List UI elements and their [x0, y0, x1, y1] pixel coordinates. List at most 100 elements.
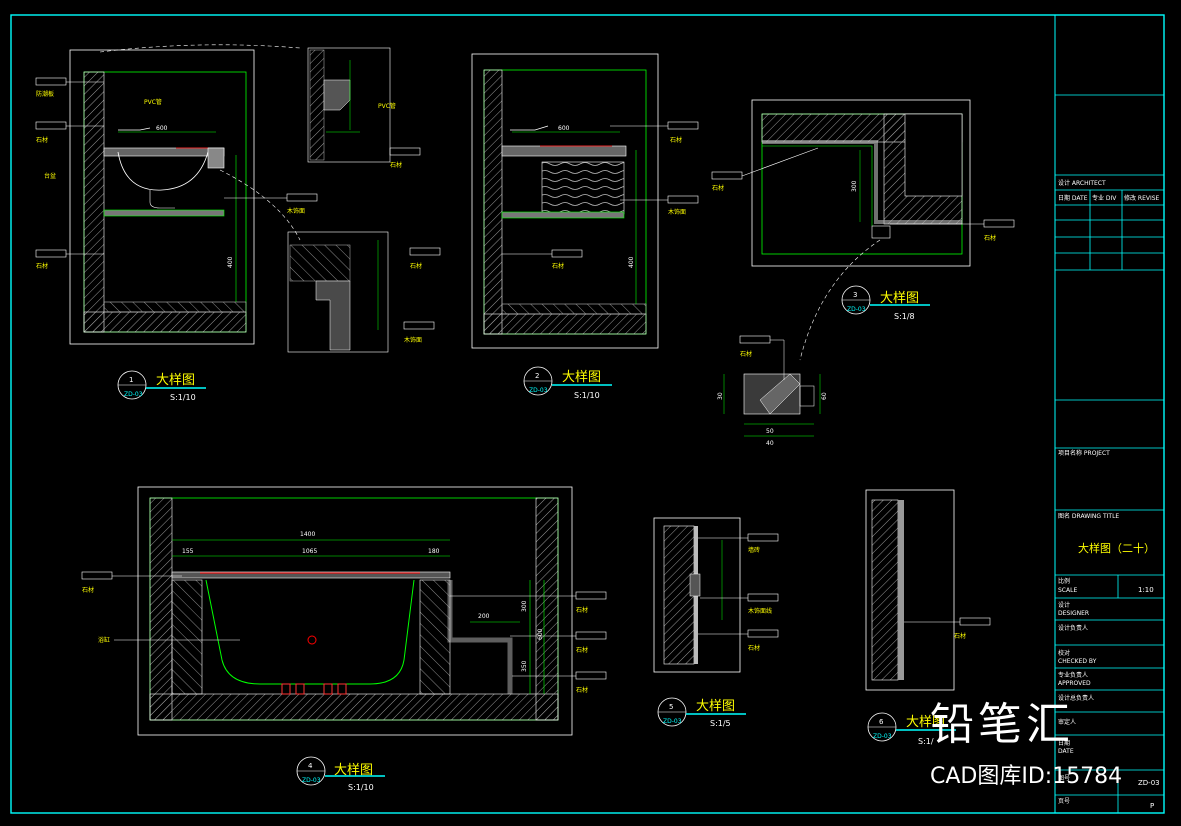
d4-dim-200: 200: [478, 613, 490, 620]
svg-text:设计总负责人: 设计总负责人: [1058, 694, 1094, 702]
watermark-logo: 铅笔汇: [930, 699, 1074, 750]
d4-note-stone-c: 石材: [576, 646, 588, 654]
detail-1-label: 1 ZD-03 大样图 S:1/10: [117, 370, 206, 402]
svg-text:专业 DIV: 专业 DIV: [1092, 194, 1117, 202]
d3-ref: ZD-03: [847, 306, 866, 313]
svg-text:DESIGNER: DESIGNER: [1058, 610, 1089, 617]
d1-scale: S:1/10: [170, 393, 196, 402]
detail-1-right-enlargement: 石材 木饰面: [287, 231, 441, 353]
svg-text:图号: 图号: [1058, 775, 1070, 782]
sheet-number: ZD-03: [1138, 779, 1160, 787]
d3-dim-30: 30: [717, 392, 724, 400]
d6-ref: ZD-03: [873, 733, 892, 740]
d3-number: 3: [853, 291, 857, 299]
d1-dim-400: 400: [227, 256, 234, 268]
d4-dim-1065: 1065: [302, 548, 317, 555]
d4-scale: S:1/10: [348, 783, 374, 792]
d5-ref: ZD-03: [663, 718, 682, 725]
sheet-border: [10, 14, 1165, 814]
sheet-title: 大样图（二十）: [1078, 541, 1155, 555]
d2-note-stone-a: 石材: [670, 136, 682, 144]
d5-note-stone: 石材: [748, 644, 760, 652]
d6-note-stone: 石材: [954, 632, 966, 640]
d6-scale: S:1/: [918, 737, 934, 746]
d5-number: 5: [669, 703, 673, 711]
detail-4: 1400 1065 155 180 200 300 350 600 石材 浴缸 …: [81, 486, 607, 736]
detail-5-label: 5 ZD-03 大样图 S:1/5: [657, 697, 746, 728]
d4-title: 大样图: [334, 763, 373, 778]
detail-1-top-enlargement: PVC管 石材: [307, 47, 421, 169]
detail-2: 600 400 石材 木饰面 石材: [471, 53, 699, 349]
svg-text:校对: 校对: [1058, 649, 1070, 657]
d1-number: 1: [129, 376, 133, 384]
d3-title: 大样图: [880, 291, 919, 306]
d3-scale: S:1/8: [894, 312, 915, 321]
watermark-id: CAD图库ID:15784: [930, 764, 1123, 789]
d2-dim-600: 600: [558, 125, 570, 132]
d2-note-stone-b: 石材: [552, 262, 564, 270]
svg-text:DATE: DATE: [1058, 748, 1074, 755]
d2-number: 2: [535, 372, 539, 380]
d5-scale: S:1/5: [710, 719, 731, 728]
detail-6-label: 6 ZD-03 大样图 S:1/: [867, 712, 956, 746]
d3-dim-50: 50: [766, 428, 774, 435]
d1-note-stone-b: 石材: [36, 262, 48, 270]
d1-note-anti-moisture: 防潮板: [36, 90, 54, 98]
svg-text:SCALE: SCALE: [1058, 587, 1077, 594]
d4-dim-180: 180: [428, 548, 440, 555]
d2-ref: ZD-03: [529, 387, 548, 394]
detail-3-corner-enlargement: 50 40 30 60 石材: [717, 335, 828, 447]
detail-5: 墙砖 木饰面线 石材: [653, 517, 779, 673]
detail-3-label: 3 ZD-03 大样图 S:1/8: [841, 285, 930, 321]
detail-6: 石材: [865, 489, 991, 691]
title-block-labels: 设计 ARCHITECT 日期 DATE 专业 DIV 修改 REVISE 项目…: [1058, 179, 1160, 810]
d4-note-bathtub: 浴缸: [98, 636, 110, 644]
svg-text:图名 DRAWING TITLE: 图名 DRAWING TITLE: [1058, 512, 1119, 520]
svg-text:日期: 日期: [1058, 739, 1070, 747]
title-block: [1055, 94, 1164, 813]
page-letter: P: [1150, 802, 1154, 810]
d3-dim-40: 40: [766, 440, 774, 447]
d6-number: 6: [879, 718, 884, 726]
d3-dim-300: 300: [851, 180, 858, 192]
svg-text:APPROVED: APPROVED: [1058, 680, 1091, 687]
d1-note-pvc: PVC管: [144, 98, 162, 106]
svg-text:项目名称 PROJECT: 项目名称 PROJECT: [1058, 449, 1110, 457]
d2-dim-400: 400: [628, 256, 635, 268]
d1-ref: ZD-03: [124, 391, 143, 398]
d5-note-wood-line: 木饰面线: [748, 607, 772, 615]
d1-top-note-stone: 石材: [390, 161, 402, 169]
sheet-scale: 1:10: [1138, 586, 1154, 594]
d6-title: 大样图: [906, 715, 945, 730]
d1-right-note-stone: 石材: [410, 262, 422, 270]
svg-text:日期 DATE: 日期 DATE: [1058, 194, 1088, 202]
d1-dim-600: 600: [156, 125, 168, 132]
svg-text:专业负责人: 专业负责人: [1058, 671, 1088, 679]
d4-dim-600: 600: [537, 628, 544, 640]
d4-note-stone-b: 石材: [576, 606, 588, 614]
d2-title: 大样图: [562, 370, 601, 385]
svg-text:比例: 比例: [1058, 577, 1070, 585]
detail-1: 600 400 防潮板 石材 台盆 石材 PVC管 木饰面: [35, 44, 318, 345]
svg-text:审定人: 审定人: [1058, 718, 1076, 726]
d2-scale: S:1/10: [574, 391, 600, 400]
d4-note-stone-d: 石材: [576, 686, 588, 694]
svg-text:设计 ARCHITECT: 设计 ARCHITECT: [1058, 179, 1106, 187]
d2-note-wood: 木饰面: [668, 208, 686, 216]
d1-right-note-wood: 木饰面: [404, 336, 422, 344]
d1-note-basin: 台盆: [44, 172, 56, 180]
svg-text:CHECKED BY: CHECKED BY: [1058, 658, 1097, 665]
d4-dim-1400: 1400: [300, 531, 315, 538]
d3-dim-60: 60: [821, 392, 828, 400]
d4-dim-155: 155: [182, 548, 194, 555]
svg-text:页号: 页号: [1058, 798, 1070, 805]
detail-2-label: 2 ZD-03 大样图 S:1/10: [523, 366, 612, 400]
d3-corner-note-stone: 石材: [740, 350, 752, 358]
d1-note-wood: 木饰面: [287, 207, 305, 215]
svg-text:设计负责人: 设计负责人: [1058, 624, 1088, 632]
d4-ref: ZD-03: [302, 777, 321, 784]
d1-top-note-pvc: PVC管: [378, 102, 396, 110]
d5-title: 大样图: [696, 699, 735, 714]
d3-note-stone-b: 石材: [984, 234, 996, 242]
